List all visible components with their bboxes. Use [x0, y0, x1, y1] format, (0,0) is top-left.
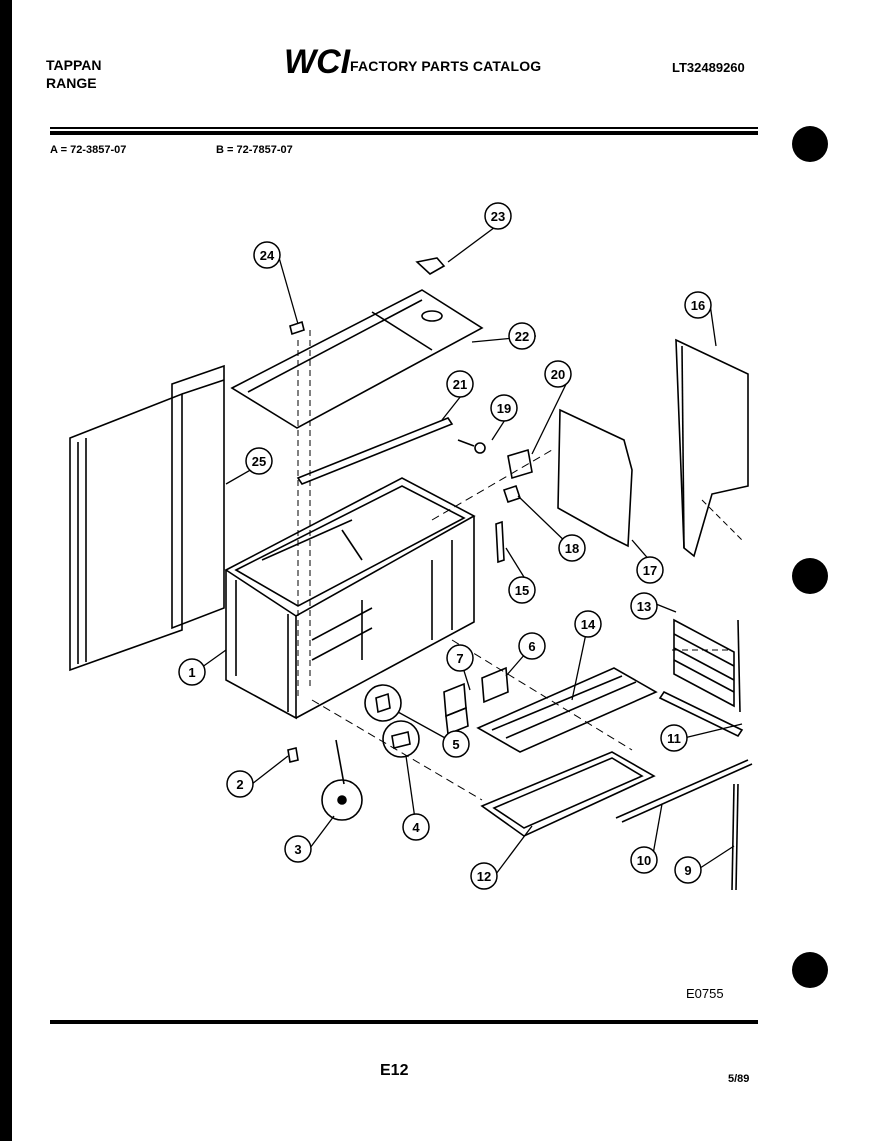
- brand-block: TAPPAN RANGE: [46, 56, 101, 92]
- product-type: RANGE: [46, 75, 97, 91]
- svg-text:4: 4: [412, 820, 420, 835]
- svg-text:22: 22: [515, 329, 529, 344]
- revision-date: 5/89: [728, 1073, 750, 1085]
- svg-text:2: 2: [236, 777, 243, 792]
- front-rail: [296, 417, 454, 485]
- svg-text:17: 17: [643, 563, 657, 578]
- svg-text:24: 24: [260, 248, 275, 263]
- callout-20: 20: [544, 360, 572, 388]
- callout-10: 10: [630, 846, 658, 874]
- svg-text:9: 9: [684, 863, 691, 878]
- callout-25: 25: [245, 447, 273, 475]
- header-rule-bottom: [50, 131, 758, 135]
- top-panel: [230, 289, 484, 429]
- callout-7: 7: [446, 644, 474, 672]
- callout-4: 4: [402, 813, 430, 841]
- header-rule-top: [50, 127, 758, 129]
- callout-12: 12: [470, 862, 498, 890]
- side-panel-inner: [171, 364, 225, 630]
- svg-text:21: 21: [453, 377, 467, 392]
- wci-logo-text: WCI: [284, 43, 352, 80]
- exploded-parts-diagram: 1 2 3 4 5 6 7 18 9 10 11 12 13 14 15 16 …: [69, 202, 753, 891]
- svg-text:20: 20: [551, 367, 565, 382]
- callout-1: 1: [178, 658, 206, 686]
- cabinet-side: [295, 516, 475, 719]
- svg-text:10: 10: [637, 853, 651, 868]
- callout-23: 23: [484, 202, 512, 230]
- screw-detail: [321, 779, 363, 821]
- binder-hole-middle: [792, 558, 828, 594]
- callout-22: 22: [508, 322, 536, 350]
- callout-3: 3: [284, 835, 312, 863]
- svg-text:7: 7: [456, 651, 463, 666]
- svg-text:18: 18: [565, 541, 579, 556]
- svg-text:14: 14: [581, 617, 596, 632]
- svg-text:11: 11: [667, 731, 681, 746]
- callout-6: 6: [518, 632, 546, 660]
- binder-hole-top: [792, 126, 828, 162]
- svg-text:3: 3: [294, 842, 301, 857]
- back-panel: [557, 408, 633, 548]
- callout-19: 19: [490, 394, 518, 422]
- model-b: B = 72-7857-07: [216, 144, 293, 156]
- svg-text:25: 25: [252, 454, 266, 469]
- side-panel-left: [69, 392, 183, 672]
- callout-13: 13: [630, 592, 658, 620]
- callout-2: 2: [226, 770, 254, 798]
- callout-16: 16: [684, 291, 712, 319]
- binder-hole-bottom: [792, 952, 828, 988]
- svg-text:12: 12: [477, 869, 491, 884]
- callout-14: 14: [574, 610, 602, 638]
- svg-text:13: 13: [637, 599, 651, 614]
- svg-text:6: 6: [528, 639, 535, 654]
- catalog-code: LT32489260: [672, 60, 745, 75]
- cabinet-front: [225, 570, 297, 720]
- catalog-page: TAPPAN RANGE WCI FACTORY PARTS CATALOG L…: [12, 0, 880, 1141]
- callout-24: 24: [253, 241, 281, 269]
- model-a: A = 72-3857-07: [50, 144, 127, 156]
- callout-17: 17: [636, 556, 664, 584]
- footer-rule: [50, 1020, 758, 1024]
- svg-text:19: 19: [497, 401, 511, 416]
- svg-text:5: 5: [452, 737, 459, 752]
- wci-logo: WCI: [284, 43, 352, 80]
- svg-text:15: 15: [515, 583, 529, 598]
- svg-text:1: 1: [188, 665, 195, 680]
- diagram-ref-code: E0755: [686, 986, 724, 1001]
- svg-text:16: 16: [691, 298, 705, 313]
- callout-8: 18: [558, 534, 586, 562]
- oven-rack: [476, 667, 658, 753]
- brand-name: TAPPAN: [46, 57, 102, 73]
- callout-5: 5: [442, 730, 470, 758]
- cabinet-top-frame: [224, 477, 476, 617]
- callout-labels: 1 2 3 4 5 6 7 18 9 10 11 12 13 14 15 16 …: [178, 202, 712, 890]
- callout-9: 9: [674, 856, 702, 884]
- svg-text:23: 23: [491, 209, 505, 224]
- callout-21: 21: [446, 370, 474, 398]
- callout-15: 15: [508, 576, 536, 604]
- callout-11: 11: [660, 724, 688, 752]
- page-number: E12: [380, 1062, 409, 1079]
- broiler-pan: [480, 751, 656, 837]
- catalog-title: FACTORY PARTS CATALOG: [350, 58, 542, 74]
- right-panel: [675, 338, 749, 558]
